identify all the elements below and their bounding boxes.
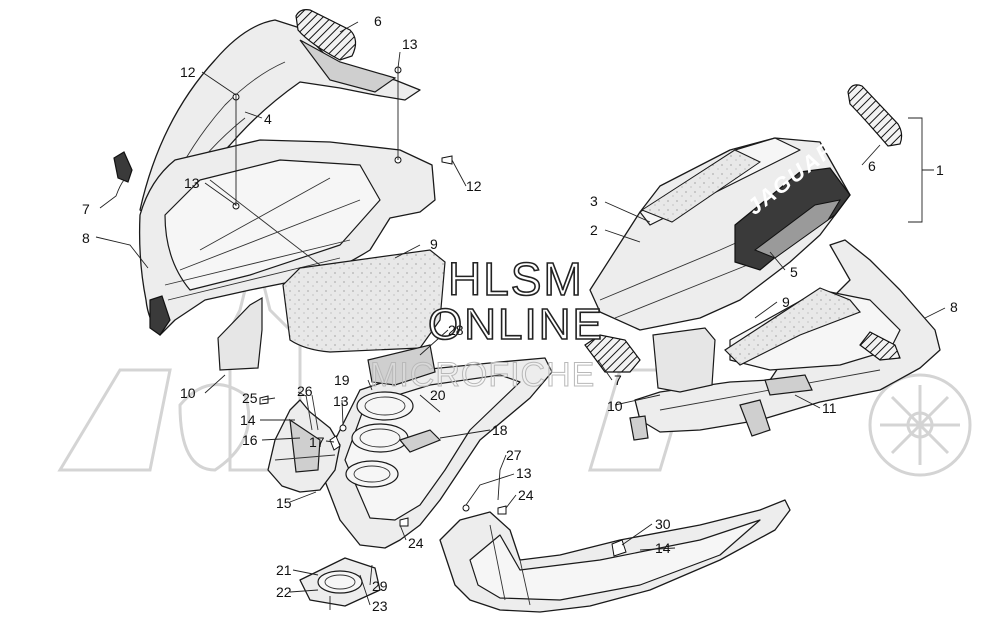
belly-pan-center <box>319 357 553 549</box>
callout-25: 25 <box>242 390 258 406</box>
small-hardware-center <box>259 394 507 527</box>
callout-10-right: 10 <box>607 398 623 414</box>
callout-5: 5 <box>790 264 798 280</box>
callout-22: 22 <box>276 584 292 600</box>
pad-left <box>282 249 446 353</box>
callout-13-c: 13 <box>333 393 349 409</box>
callout-27: 27 <box>506 447 522 463</box>
callout-17: 17 <box>309 434 325 450</box>
duct-left <box>267 399 341 493</box>
vent-mesh-left <box>295 9 357 61</box>
ring-plate <box>299 557 381 607</box>
callout-7-left: 7 <box>82 201 90 217</box>
callout-24-b: 24 <box>408 535 424 551</box>
callout-24-a: 24 <box>518 487 534 503</box>
callout-16: 16 <box>242 432 258 448</box>
callout-28: 28 <box>448 322 464 338</box>
callout-8-right: 8 <box>950 299 958 315</box>
callout-9-right: 9 <box>782 294 790 310</box>
panel-10-right <box>652 327 716 393</box>
callout-13-d: 13 <box>516 465 532 481</box>
callout-26: 26 <box>297 383 313 399</box>
badge-right <box>584 334 641 373</box>
callout-6-left: 6 <box>374 13 382 29</box>
panel-10-left <box>217 296 263 371</box>
callout-1: 1 <box>936 162 944 178</box>
callout-9-left: 9 <box>430 236 438 252</box>
callout-7-right: 7 <box>614 372 622 388</box>
leader-lines <box>95 21 946 610</box>
callout-12-left: 12 <box>180 64 196 80</box>
callout-8-left: 8 <box>82 230 90 246</box>
callout-11: 11 <box>822 400 837 416</box>
callout-3: 3 <box>590 193 598 209</box>
callout-21: 21 <box>276 562 292 578</box>
vent-mesh-right <box>847 84 903 147</box>
jaguar-decal <box>734 167 851 271</box>
callout-20: 20 <box>430 387 446 403</box>
watermark-line-1: HLSM <box>447 252 584 306</box>
plate-item-28 <box>367 344 436 386</box>
bracket-item-1 <box>908 117 934 223</box>
callout-14-right: 14 <box>655 540 671 556</box>
badge-left <box>113 151 133 183</box>
callout-10-left: 10 <box>180 385 196 401</box>
callout-2: 2 <box>590 222 598 238</box>
bolt-item-30 <box>611 539 627 557</box>
callout-19: 19 <box>334 372 350 388</box>
callout-13-b: 13 <box>184 175 200 191</box>
callout-4: 4 <box>264 111 272 127</box>
watermark-line-2: ONLINE <box>427 299 604 350</box>
pad-right <box>724 287 861 366</box>
callout-29: 29 <box>372 578 388 594</box>
callout-13-a: 13 <box>402 36 418 52</box>
callout-15: 15 <box>276 495 292 511</box>
callout-23: 23 <box>372 598 388 614</box>
callout-6-right: 6 <box>868 158 876 174</box>
strip-item-11 <box>764 374 813 396</box>
callout-14-left: 14 <box>240 412 256 428</box>
callout-18: 18 <box>492 422 508 438</box>
watermark-line-3: MICROFICHE <box>369 356 596 395</box>
callout-12-right: 12 <box>466 178 482 194</box>
callout-30: 30 <box>655 516 671 532</box>
